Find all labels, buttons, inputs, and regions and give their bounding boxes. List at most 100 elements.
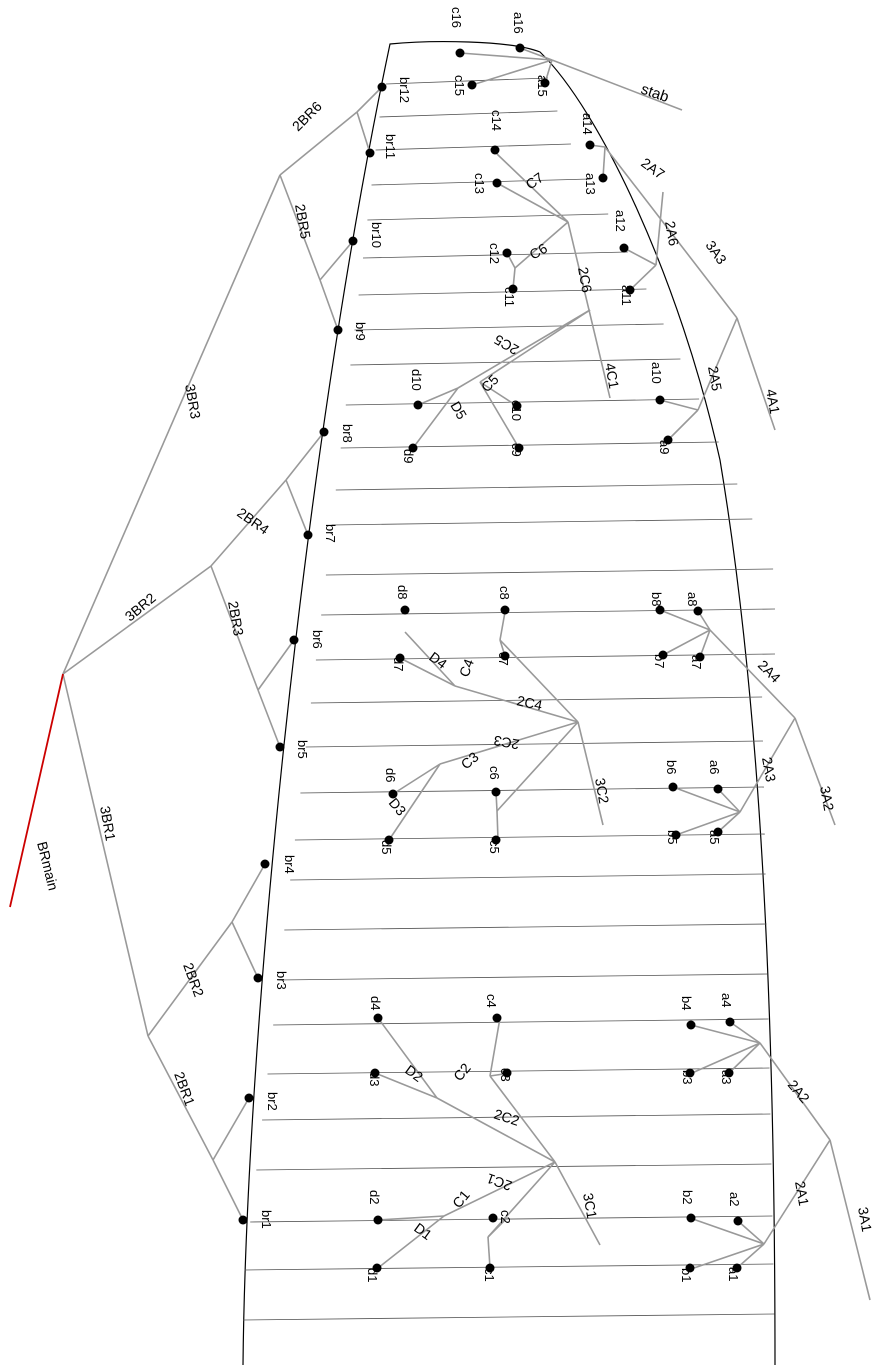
bridle-lines [9, 47, 871, 1301]
label-br1: br1 [259, 1210, 274, 1229]
label-a12: a12 [613, 210, 628, 232]
rib-line [300, 786, 764, 794]
attachment-point [238, 1215, 248, 1225]
label-c4: C4 [456, 657, 477, 679]
label-a2: a2 [727, 1192, 742, 1206]
attachment-point [492, 178, 502, 188]
label-2br6: 2BR6 [289, 98, 325, 134]
attachment-point [455, 48, 465, 58]
attachment-point [686, 1020, 696, 1030]
bridle-line [554, 1161, 601, 1246]
attachment-point [467, 80, 477, 90]
attachment-points [238, 43, 743, 1273]
label-2c4: 2C4 [515, 692, 544, 713]
label-a4: a4 [719, 993, 734, 1007]
bridle-line [794, 717, 836, 826]
attachment-point [370, 1068, 380, 1078]
bridle-line [210, 479, 287, 567]
label-c14: c14 [489, 110, 504, 131]
label-c16: c16 [449, 7, 464, 28]
label-d5: D5 [447, 399, 470, 423]
attachment-point [732, 1263, 742, 1273]
label-c1: c1 [482, 1268, 497, 1282]
attachment-point [668, 782, 678, 792]
label-2c1: 2C1 [484, 1170, 514, 1194]
bridle-line [212, 1159, 244, 1221]
rib-line [354, 323, 664, 331]
labels: stabBRmainbr1br2br3br4br5br6br7br8br9br1… [34, 7, 875, 1282]
rib-line [350, 358, 681, 366]
label-c3: c3 [498, 1068, 513, 1082]
label-a14: a14 [580, 113, 595, 135]
attachment-point [491, 787, 501, 797]
rib-line [305, 740, 763, 748]
bridle-line [443, 1161, 556, 1217]
label-c7: c7 [496, 652, 511, 666]
attachment-point [372, 1263, 382, 1273]
label-2a1: 2A1 [792, 1180, 812, 1208]
label-3br2: 3BR2 [122, 589, 159, 624]
bridle-line [829, 1139, 871, 1301]
label-c11: c11 [502, 287, 517, 307]
attachment-point [400, 605, 410, 615]
label-3a2: 3A2 [817, 785, 837, 813]
label-c4: c4 [484, 994, 499, 1008]
bridle-line [231, 863, 266, 923]
bridle-line [699, 629, 711, 658]
bridle-line [399, 657, 456, 687]
bridle-line [689, 1217, 765, 1245]
bridle-line [709, 629, 796, 719]
rib-line [345, 398, 700, 406]
label-br3: br3 [274, 971, 289, 990]
attachment-point [500, 605, 510, 615]
label-br5: br5 [295, 740, 310, 759]
label-a9: a9 [657, 440, 672, 454]
bridle-line [319, 240, 354, 281]
label-br8: br8 [340, 424, 355, 443]
rib-line [385, 77, 549, 85]
bridle-line [499, 611, 506, 641]
attachment-point [413, 400, 423, 410]
bridle-line [479, 309, 591, 383]
attachment-point [655, 395, 665, 405]
rib-line [262, 1113, 771, 1121]
attachment-point [508, 284, 518, 294]
bridle-line [257, 639, 295, 691]
label-c15: c15 [452, 75, 467, 96]
attachment-point [733, 1216, 743, 1226]
rib-line [362, 251, 628, 259]
bridle-line [412, 387, 459, 449]
label-3a1: 3A1 [855, 1206, 875, 1234]
attachment-point [491, 835, 501, 845]
label-c5: c5 [487, 840, 502, 854]
attachment-point [685, 1068, 695, 1078]
bridle-line [519, 47, 553, 61]
label-c7: C7 [523, 169, 547, 192]
rib-line [358, 288, 647, 296]
label-d10: d10 [409, 369, 424, 391]
label-br12: br12 [397, 77, 412, 103]
bridle-line [392, 763, 441, 795]
bridle-line [693, 1243, 765, 1269]
bridle-line [212, 1097, 250, 1161]
bridle-line [496, 721, 579, 812]
label-brmain: BRmain [34, 840, 62, 892]
attachment-point [663, 435, 673, 445]
label-a15: a15 [535, 75, 550, 97]
attachment-point [348, 236, 358, 246]
bridle-line [439, 721, 579, 765]
attachment-point [377, 82, 387, 92]
label-c8: c8 [497, 586, 512, 600]
label-d6: d6 [383, 768, 398, 782]
label-c10: c10 [509, 400, 524, 421]
label-2a3: 2A3 [759, 756, 779, 784]
label-a6: a6 [707, 760, 722, 774]
label-2a5: 2A5 [705, 365, 725, 393]
bridle-line [436, 1097, 556, 1163]
attachment-point [490, 145, 500, 155]
label-d4: d4 [368, 996, 383, 1010]
label-2c2: 2C2 [492, 1106, 522, 1129]
bridle-line [62, 174, 281, 675]
bridle-line [147, 921, 233, 1037]
label-d7: d7 [391, 657, 406, 671]
